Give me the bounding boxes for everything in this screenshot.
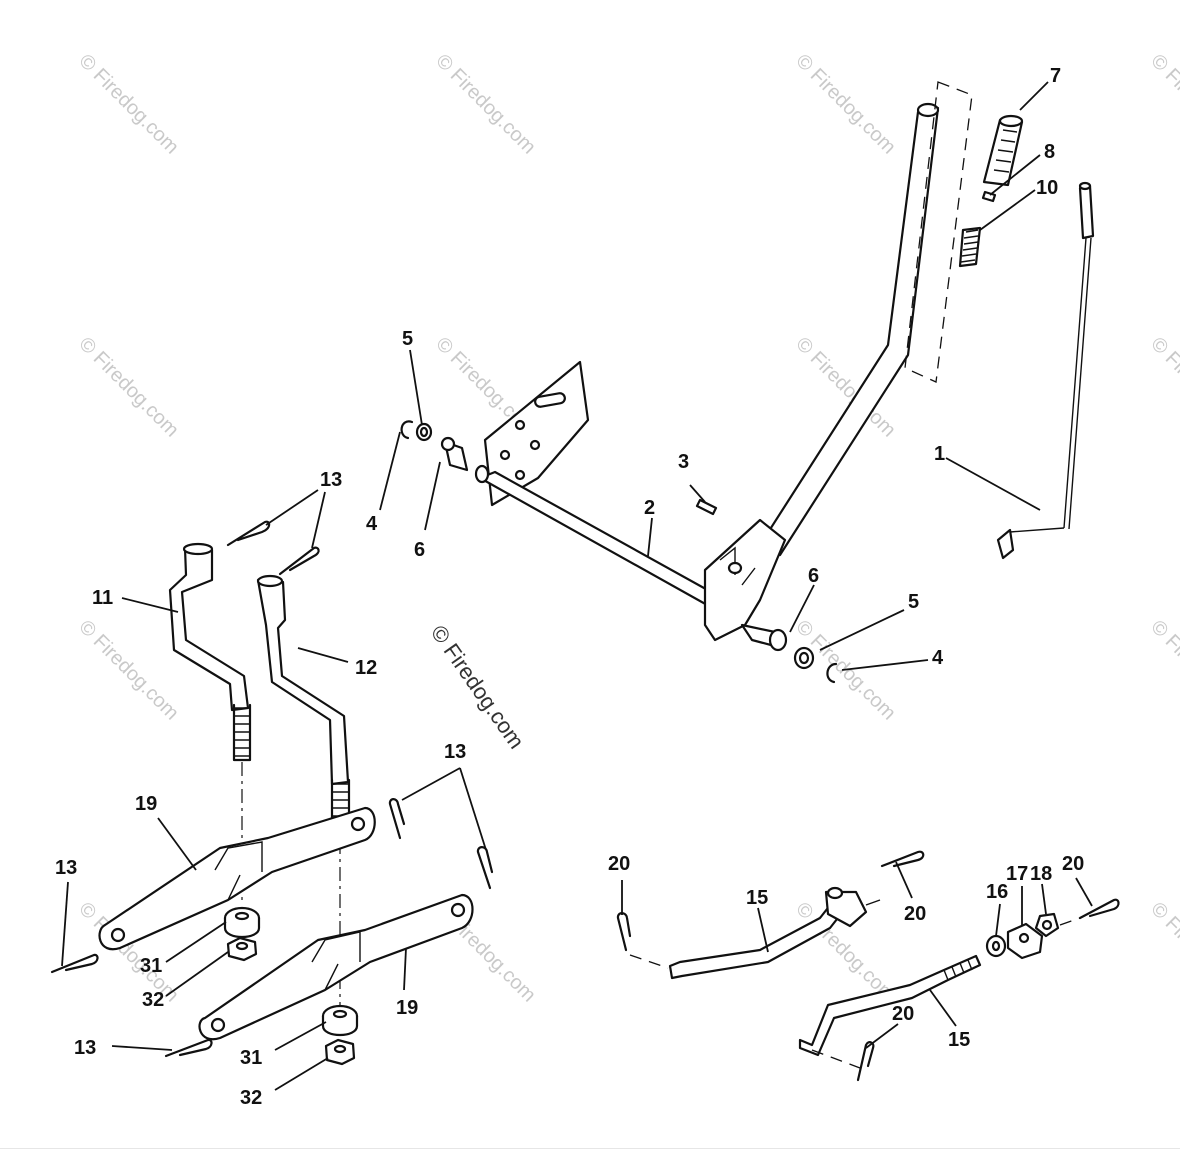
callout-3: 3	[678, 451, 689, 473]
callout-18: 18	[1030, 863, 1052, 885]
callout-1: 1	[934, 443, 945, 465]
callout-6: 6	[414, 539, 425, 561]
part-nut-32-lower	[324, 1038, 356, 1066]
part-hairpin-clips	[50, 520, 494, 1058]
callout-6: 6	[808, 565, 819, 587]
part-block-17	[1006, 922, 1044, 960]
part-adjust-rod-upper	[629, 886, 881, 980]
part-rod	[996, 181, 1095, 560]
watermark-text: © Firedog.com	[74, 50, 183, 159]
part-adjust-rod-lower	[798, 954, 982, 1069]
part-bushing-left	[440, 436, 469, 472]
part-washer-right	[793, 646, 815, 670]
part-clip-left	[400, 420, 414, 440]
watermark-text: © Firedog.com	[1146, 616, 1180, 725]
watermark-text: © Firedog.com	[431, 50, 540, 159]
watermark-text: © Firedog.com	[1146, 898, 1180, 1007]
part-handle-grip	[982, 114, 1024, 187]
callout-20: 20	[608, 853, 630, 875]
part-mounting-plate	[483, 360, 590, 507]
part-lift-link-left	[168, 542, 252, 762]
callout-7: 7	[1050, 65, 1061, 87]
callout-32: 32	[240, 1087, 262, 1109]
callout-11: 11	[92, 587, 113, 609]
watermark-text: © Firedog.com	[791, 50, 900, 159]
callout-10: 10	[1036, 177, 1058, 199]
callout-13: 13	[444, 741, 466, 763]
watermark-text: © Firedog.com	[1146, 333, 1180, 442]
callout-13: 13	[74, 1037, 96, 1059]
callout-20: 20	[1062, 853, 1084, 875]
part-bushing-right	[740, 623, 788, 652]
bottom-divider	[0, 1148, 1180, 1149]
part-washer-16	[985, 934, 1007, 958]
callout-31: 31	[240, 1047, 262, 1069]
callout-19: 19	[396, 997, 418, 1019]
callout-32: 32	[142, 989, 164, 1011]
part-lift-handle	[758, 81, 973, 557]
watermark-text: © Firedog.com	[74, 616, 183, 725]
part-bushing-31-lower	[321, 1004, 359, 1037]
part-cross-shaft	[474, 464, 742, 617]
callout-13: 13	[320, 469, 342, 491]
callout-17: 17	[1006, 863, 1028, 885]
callout-5: 5	[402, 328, 413, 350]
callout-4: 4	[932, 647, 944, 669]
part-nut-18	[1034, 912, 1060, 938]
callout-15: 15	[746, 887, 768, 909]
callout-2: 2	[644, 497, 655, 519]
leader-lines	[61, 81, 1093, 1091]
part-lift-link-right	[256, 574, 351, 840]
part-clip-right	[826, 662, 838, 684]
watermark-text: © Firedog.com	[74, 333, 183, 442]
watermark-text: © Firedog.com	[1146, 50, 1180, 159]
part-handle-bracket	[703, 518, 787, 642]
part-washer-left	[415, 422, 433, 442]
callout-20: 20	[892, 1003, 914, 1025]
part-lift-arm-lower	[198, 893, 474, 1041]
part-spring	[958, 226, 982, 268]
callout-16: 16	[986, 881, 1008, 903]
part-bushing-31-upper	[223, 906, 261, 939]
callout-8: 8	[1044, 141, 1055, 163]
part-lift-arm-upper	[98, 806, 376, 951]
callout-labels: 7 8 10 1 5 4 6 3 2 6 5 4 13 11 12 13 19 …	[55, 65, 1084, 1109]
callout-5: 5	[908, 591, 919, 613]
callout-20: 20	[904, 903, 926, 925]
part-nut-32-upper	[226, 936, 258, 962]
callout-4: 4	[366, 513, 378, 535]
callout-19: 19	[135, 793, 157, 815]
watermark-center: © Firedog.com	[426, 621, 529, 754]
callout-15: 15	[948, 1029, 970, 1051]
part-key	[695, 498, 718, 516]
callout-31: 31	[140, 955, 162, 977]
callout-13: 13	[55, 857, 77, 879]
callout-12: 12	[355, 657, 377, 679]
